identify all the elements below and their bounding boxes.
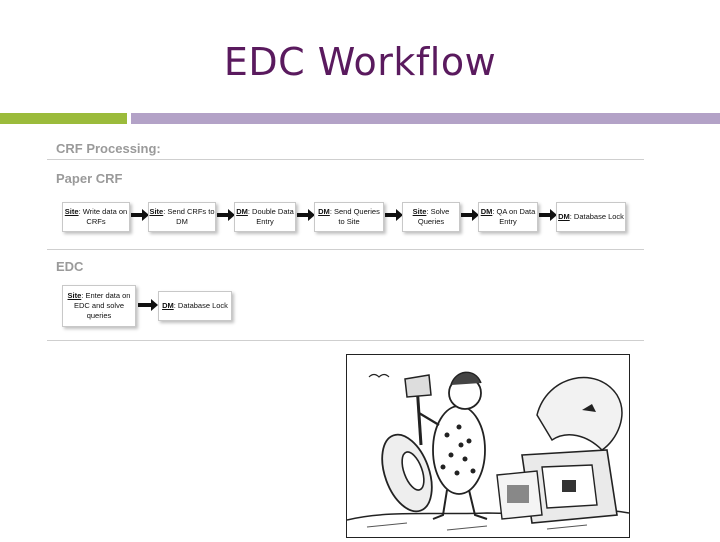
caveman-stone-computer-illustration-icon: [347, 355, 629, 537]
caveman-illustration: [346, 354, 630, 538]
arrow-2: [217, 213, 229, 217]
arrow-6: [539, 213, 551, 217]
arrow-1: [131, 213, 143, 217]
edc-step-1: Site: Enter data on EDC and solve querie…: [62, 285, 136, 327]
divider: [47, 249, 644, 250]
paper-step-1: Site: Write data on CRFs: [62, 202, 130, 232]
arrow-5: [461, 213, 473, 217]
arrow-edc: [138, 303, 152, 307]
divider: [47, 340, 644, 341]
arrow-4: [385, 213, 397, 217]
paper-crf-heading: Paper CRF: [56, 171, 122, 186]
edc-step-2: DM: Database Lock: [158, 291, 232, 321]
slide-title: EDC Workflow: [0, 40, 720, 84]
title-underline-purple: [131, 113, 720, 124]
edc-heading: EDC: [56, 259, 83, 274]
crf-processing-heading: CRF Processing:: [56, 141, 161, 156]
paper-step-2: Site: Send CRFs to DM: [148, 202, 216, 232]
arrow-3: [297, 213, 309, 217]
title-underline-green: [0, 113, 127, 124]
paper-step-4: DM: Send Queries to Site: [314, 202, 384, 232]
paper-step-7: DM: Database Lock: [556, 202, 626, 232]
divider: [47, 159, 644, 160]
paper-step-5: Site: Solve Queries: [402, 202, 460, 232]
paper-step-3: DM: Double Data Entry: [234, 202, 296, 232]
paper-step-6: DM: QA on Data Entry: [478, 202, 538, 232]
